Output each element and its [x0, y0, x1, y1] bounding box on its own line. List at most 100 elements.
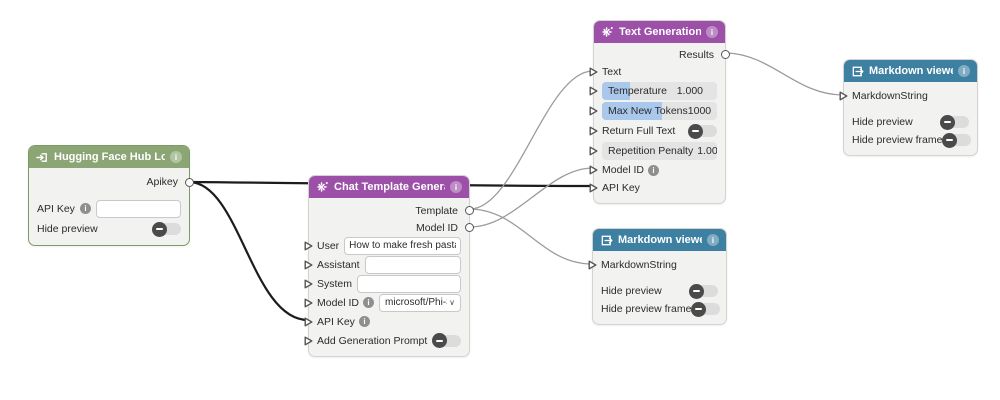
repetition-penalty-slider[interactable]: Repetition Penalty 1.000	[602, 142, 717, 160]
export-icon	[600, 234, 613, 247]
field-value: 1000	[687, 105, 712, 117]
node-markdown-viewer-right[interactable]: Markdown viewer i MarkdownString Hide pr…	[839, 59, 978, 156]
hide-preview-toggle[interactable]	[940, 114, 969, 130]
node-header[interactable]: Markdown viewer i	[593, 229, 726, 251]
input-row-system: System	[304, 274, 461, 293]
hide-preview-frame-toggle[interactable]	[942, 132, 972, 148]
output-port-model-id[interactable]	[465, 223, 474, 232]
info-icon[interactable]: i	[79, 203, 91, 214]
field-value: 1.000	[676, 85, 703, 97]
info-icon[interactable]: i	[450, 181, 462, 193]
node-title: Markdown viewer	[618, 234, 702, 246]
info-icon[interactable]: i	[170, 151, 182, 163]
system-input[interactable]	[357, 274, 461, 293]
input-port-repetition-penalty[interactable]	[589, 146, 598, 156]
field-label: API Key	[37, 202, 75, 215]
toggle-knob-minus-icon	[689, 283, 704, 299]
assistant-input[interactable]	[364, 255, 461, 274]
node-title: Chat Template Generator	[334, 181, 445, 193]
input-port-model-id[interactable]	[304, 298, 313, 308]
output-port-apikey[interactable]	[185, 177, 194, 187]
chevron-down-icon: ∨	[449, 298, 455, 307]
toggle-knob-minus-icon	[688, 123, 703, 139]
max-new-tokens-slider[interactable]: Max New Tokens 1000	[602, 102, 717, 120]
field-row-api-key: API Key i	[37, 198, 181, 219]
login-icon	[36, 151, 49, 164]
toggle-knob-minus-icon	[691, 301, 707, 317]
node-text-generation[interactable]: Text Generation i Results Text Temperatu…	[589, 20, 730, 204]
node-header[interactable]: Chat Template Generator i	[309, 176, 469, 198]
input-port-return-full-text[interactable]	[589, 126, 598, 136]
field-label: Max New Tokens	[608, 105, 688, 117]
input-port-max-new-tokens[interactable]	[589, 106, 598, 116]
user-input[interactable]	[344, 236, 461, 255]
field-row-hide-preview: Hide preview	[601, 282, 718, 300]
slider-fill	[602, 102, 662, 120]
output-port-template[interactable]	[465, 206, 474, 215]
output-port-results[interactable]	[721, 50, 730, 59]
input-port-api-key[interactable]	[589, 183, 598, 193]
output-row-model-id: Model ID	[317, 219, 474, 236]
hide-preview-toggle[interactable]	[152, 221, 181, 237]
input-row-api-key: API Key i	[304, 312, 461, 331]
field-label: Hide preview	[601, 285, 662, 297]
model-id-select[interactable]: microsoft/Phi-3-mir ∨	[379, 293, 461, 312]
field-row-hide-preview-frame: Hide preview frame	[601, 300, 721, 318]
add-generation-prompt-toggle[interactable]	[432, 333, 461, 348]
output-row-template: Template	[317, 202, 474, 219]
temperature-slider[interactable]: Temperature 1.000	[602, 82, 717, 100]
input-port-temperature[interactable]	[589, 86, 598, 96]
input-port-markdownstring[interactable]	[588, 260, 597, 270]
node-header[interactable]: Hugging Face Hub Login i	[29, 146, 189, 168]
field-label: MarkdownString	[601, 259, 677, 271]
node-header[interactable]: Markdown viewer i	[844, 60, 977, 82]
input-row-model-id: Model ID i microsoft/Phi-3-mir ∨	[304, 293, 461, 312]
node-chat-template-generator[interactable]: Chat Template Generator i Template Model…	[304, 175, 474, 357]
info-icon[interactable]: i	[363, 297, 375, 308]
input-port-markdownstring[interactable]	[839, 91, 848, 101]
field-row-hide-preview: Hide preview	[852, 113, 969, 131]
wire-modelid-to-modelid	[469, 167, 594, 228]
node-header[interactable]: Text Generation i	[594, 21, 725, 43]
node-hugging-face-hub-login[interactable]: Hugging Face Hub Login i Apikey API Key …	[28, 145, 194, 246]
input-port-assistant[interactable]	[304, 260, 313, 270]
info-icon[interactable]: i	[958, 65, 970, 77]
input-row-max-new-tokens: Max New Tokens 1000	[589, 101, 717, 121]
info-icon[interactable]: i	[648, 164, 660, 176]
hide-preview-frame-toggle[interactable]	[691, 301, 721, 317]
hide-preview-toggle[interactable]	[689, 283, 718, 299]
field-label: Hide preview frame	[601, 303, 692, 315]
field-label: Repetition Penalty	[608, 145, 694, 157]
slider-fill	[602, 82, 630, 100]
input-port-system[interactable]	[304, 279, 313, 289]
return-full-text-toggle[interactable]	[688, 123, 717, 139]
info-icon[interactable]: i	[707, 234, 719, 246]
info-icon[interactable]: i	[706, 26, 718, 38]
gear-icon	[316, 181, 329, 194]
input-port-api-key[interactable]	[304, 317, 313, 327]
gear-icon	[601, 26, 614, 39]
field-label: Return Full Text	[602, 125, 676, 137]
selected-value: microsoft/Phi-3-mir	[385, 297, 447, 308]
input-port-user[interactable]	[304, 241, 313, 251]
input-port-text[interactable]	[589, 67, 598, 77]
field-value: 1.000	[697, 145, 717, 157]
field-label: Model ID	[317, 296, 360, 309]
field-label: Assistant	[317, 258, 360, 271]
field-label: API Key	[602, 182, 640, 194]
wire-template-to-markdown	[469, 208, 593, 265]
toggle-knob-minus-icon	[940, 114, 955, 130]
field-row-hide-preview-frame: Hide preview frame	[852, 131, 972, 149]
input-row-user: User	[304, 236, 461, 255]
node-markdown-viewer-lower[interactable]: Markdown viewer i MarkdownString Hide pr…	[588, 228, 727, 325]
field-label: API Key	[317, 315, 355, 328]
field-label: User	[317, 239, 340, 252]
field-row-hide-preview: Hide preview	[37, 219, 181, 239]
input-port-add-generation-prompt[interactable]	[304, 336, 313, 346]
input-port-model-id[interactable]	[589, 165, 598, 175]
wire-apikey-to-chat	[189, 180, 309, 322]
api-key-input[interactable]	[95, 199, 181, 218]
info-icon[interactable]: i	[358, 316, 370, 327]
output-label: Results	[678, 48, 714, 61]
